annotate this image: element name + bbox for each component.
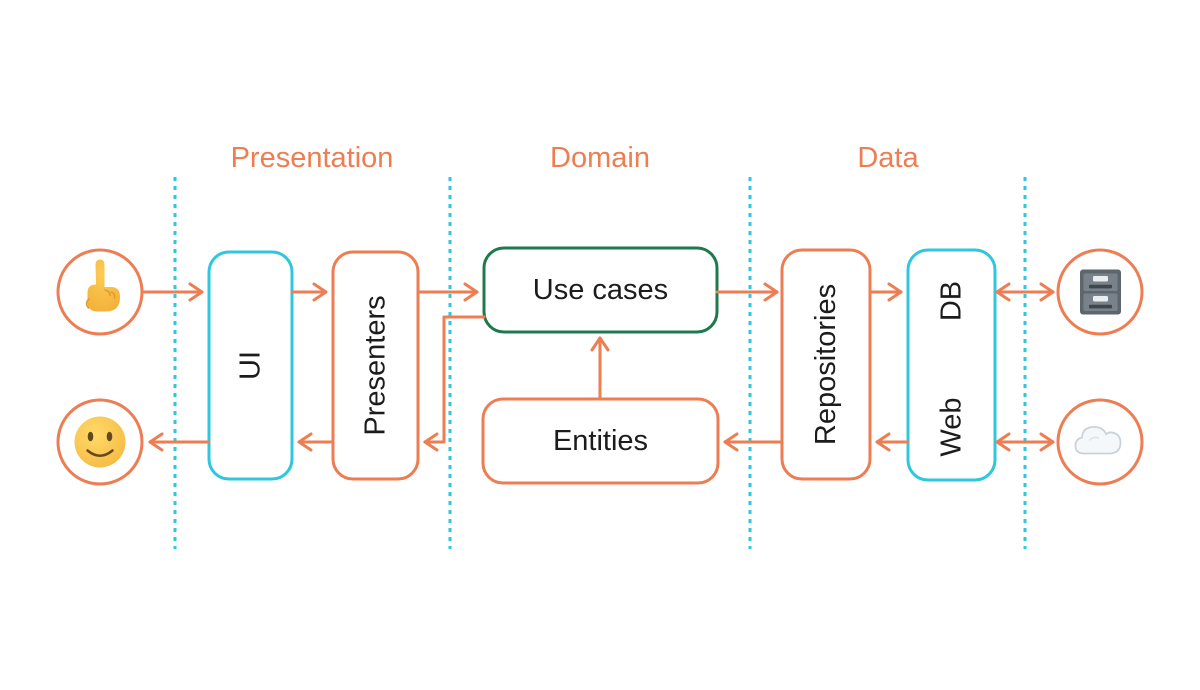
section-titles: Presentation Domain Data <box>231 142 920 174</box>
arrow-use-cases-to-repositories <box>715 282 779 302</box>
db-label: DB <box>936 281 968 321</box>
arrow-web-to-repositories <box>875 432 910 452</box>
arrow-user-to-ui <box>140 282 204 302</box>
entities-box: Entities <box>481 397 720 485</box>
arrow-repositories-to-db <box>868 282 903 302</box>
file-cabinet-icon <box>1080 269 1121 315</box>
ui-box-outline <box>207 250 294 481</box>
entities-box-label: Entities <box>553 425 648 457</box>
presenters-box-label: Presenters <box>360 295 392 435</box>
datasource-box: DB Web <box>906 248 997 482</box>
ui-box-label: UI <box>235 351 267 380</box>
layer-dividers <box>173 177 1027 549</box>
arrow-ui-to-presenters <box>290 282 328 302</box>
section-title-presentation: Presentation <box>231 142 394 174</box>
arrow-db-storage-bidirectional <box>995 282 1055 302</box>
smiling-face-icon <box>74 416 126 468</box>
network-circle <box>1056 398 1144 486</box>
ui-box: UI <box>207 250 294 481</box>
section-title-data: Data <box>857 142 919 174</box>
arrow-use-cases-to-presenters <box>423 315 486 452</box>
presenters-box: Presenters <box>331 250 420 481</box>
section-title-domain: Domain <box>550 142 650 174</box>
arrow-repositories-to-entities <box>723 432 784 452</box>
arrow-presenters-to-ui <box>297 432 335 452</box>
use-cases-box-outline <box>482 246 719 334</box>
storage-circle <box>1056 248 1144 336</box>
cloud-icon <box>1074 426 1122 455</box>
web-label: Web <box>936 397 968 456</box>
arrows <box>140 282 1055 452</box>
use-cases-box: Use cases <box>482 246 719 334</box>
repositories-box-outline <box>780 248 872 481</box>
arrow-entities-to-use-cases <box>590 336 610 401</box>
presenters-box-outline <box>331 250 420 481</box>
arrow-web-cloud-bidirectional <box>995 432 1055 452</box>
arrow-presenters-to-use-cases <box>416 282 479 302</box>
user-output-circle <box>56 398 144 486</box>
use-cases-box-label: Use cases <box>533 274 668 306</box>
datasource-box-outline <box>906 248 997 482</box>
user-input-circle <box>56 248 144 336</box>
finger-pointing-up-icon <box>85 259 120 312</box>
repositories-box-label: Repositories <box>810 284 842 445</box>
repositories-box: Repositories <box>780 248 872 481</box>
arrow-ui-to-user <box>148 432 211 452</box>
